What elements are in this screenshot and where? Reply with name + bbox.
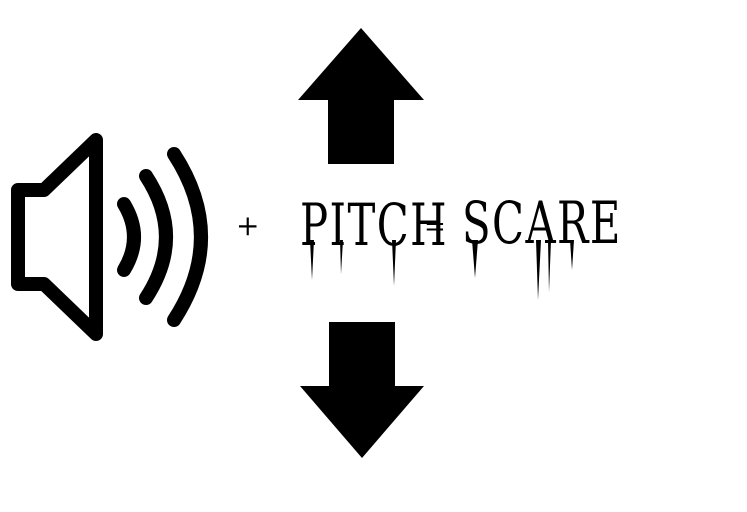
scare-word: SCARE — [462, 189, 622, 257]
speaker-volume-icon — [11, 133, 208, 341]
plus-sign: + — [236, 209, 261, 242]
arrow-down-icon — [300, 322, 424, 458]
equals-sign: = — [424, 212, 447, 242]
pitch-word: PITCH — [300, 191, 449, 259]
arrow-up-icon — [298, 28, 424, 164]
